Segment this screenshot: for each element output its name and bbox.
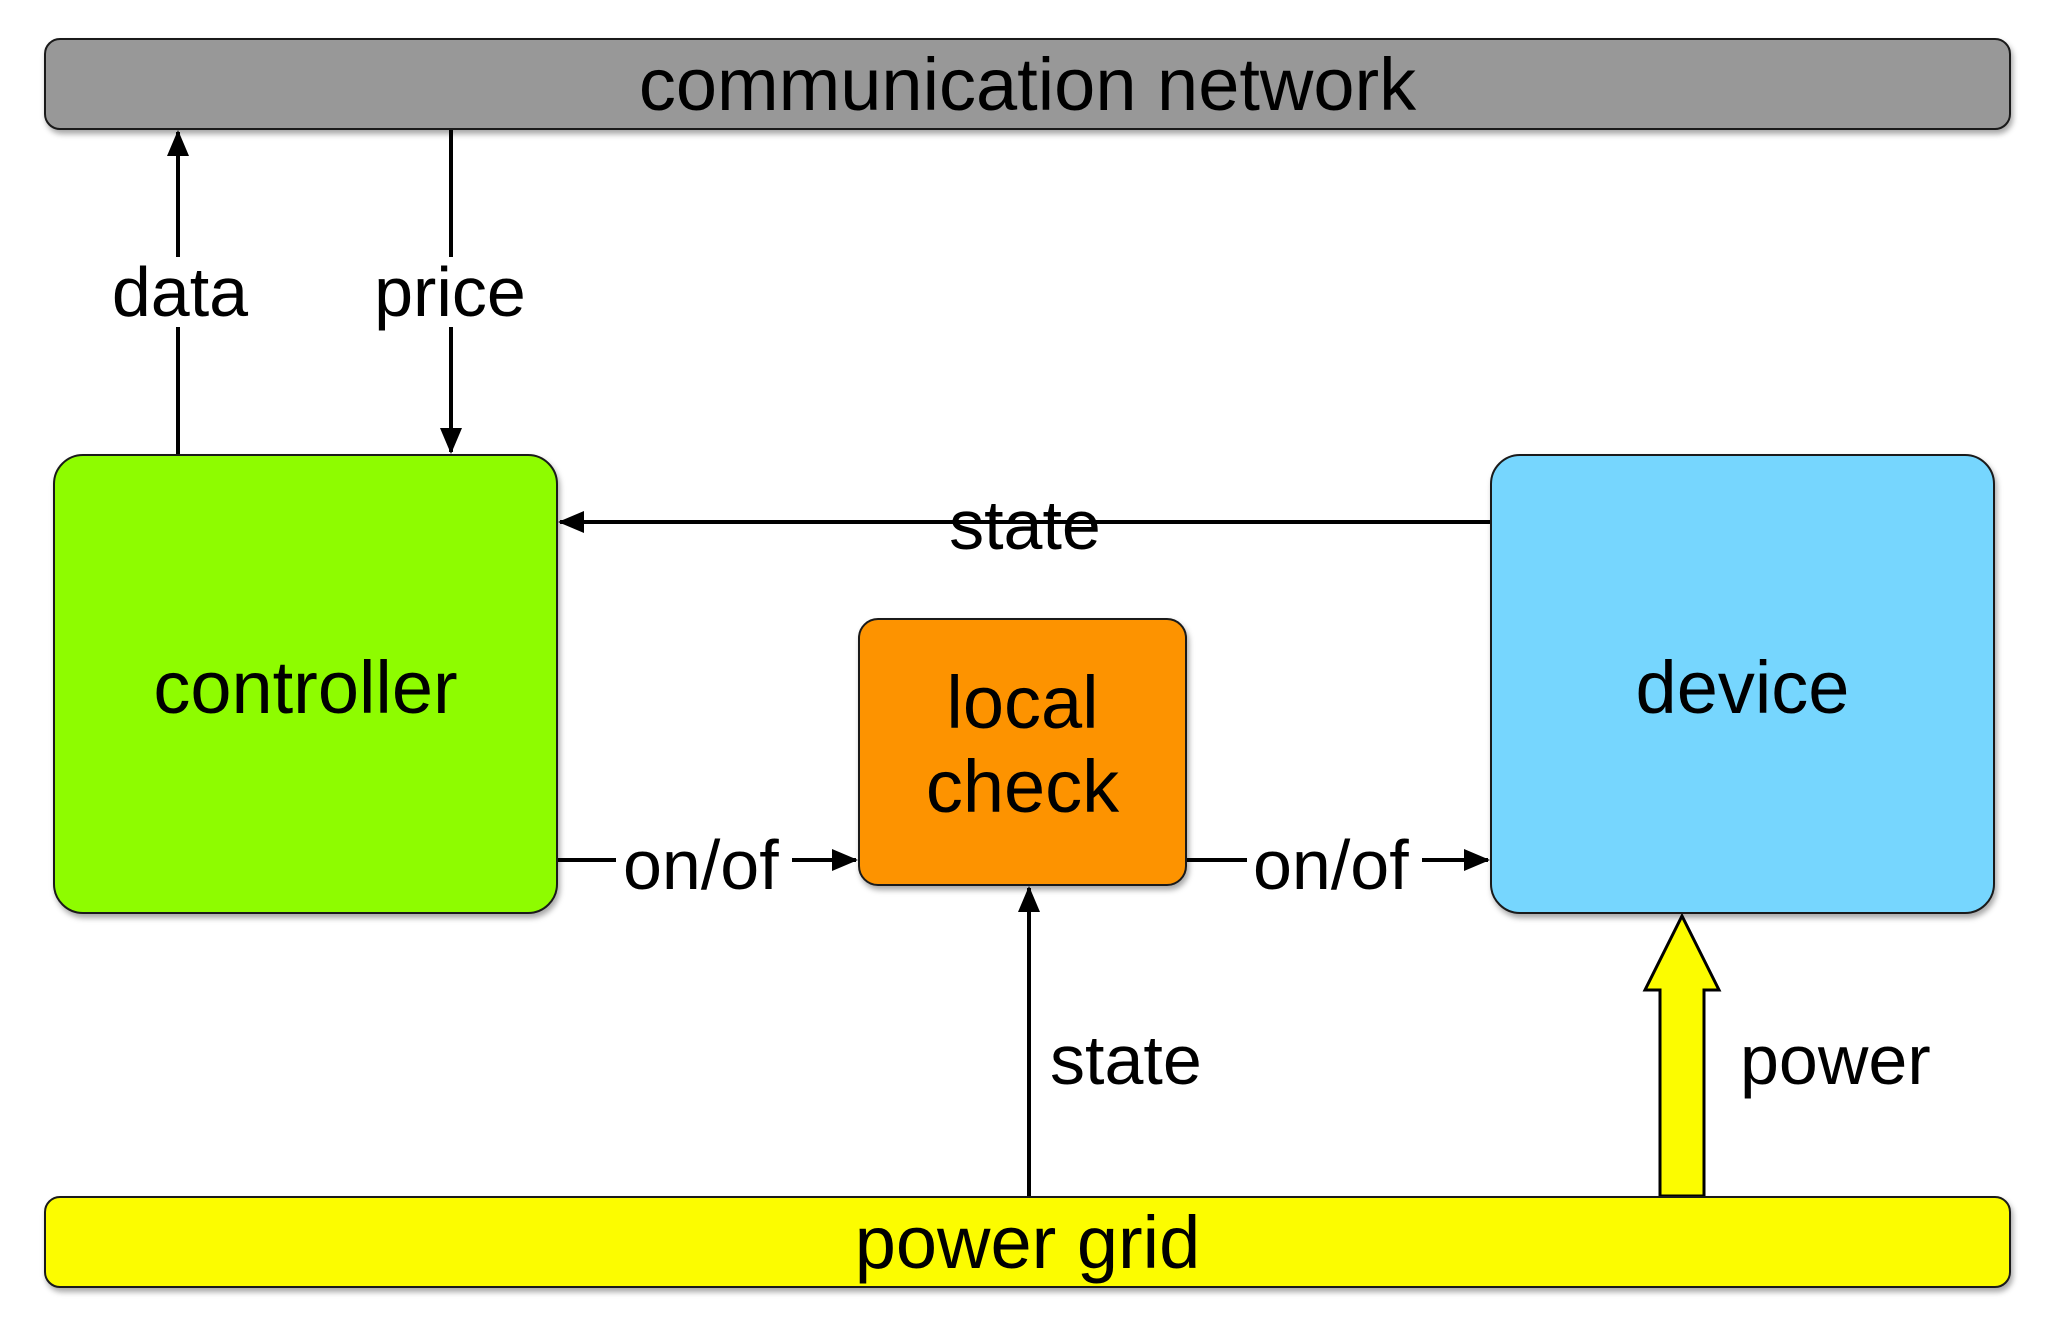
communication-network-bar: communication network — [44, 38, 2011, 130]
local-check-label: local check — [925, 661, 1120, 828]
power-grid-label: power grid — [854, 1200, 1201, 1284]
power-edge-label: power — [1740, 1021, 1931, 1099]
device-box: device — [1490, 454, 1995, 914]
state-edge-label-top: state — [949, 486, 1101, 564]
onoff-edge-label-left: on/of — [623, 826, 779, 904]
state-edge-label-bottom: state — [1050, 1021, 1202, 1099]
power-arrow — [1642, 912, 1722, 1198]
local-check-box: local check — [858, 618, 1187, 886]
onoff-edge-label-right: on/of — [1253, 826, 1409, 904]
controller-box: controller — [53, 454, 558, 914]
power-grid-bar: power grid — [44, 1196, 2011, 1288]
device-label: device — [1635, 646, 1850, 729]
price-edge-label: price — [360, 257, 540, 327]
data-edge-label: data — [100, 257, 260, 327]
controller-label: controller — [153, 646, 458, 729]
communication-network-label: communication network — [638, 42, 1417, 126]
